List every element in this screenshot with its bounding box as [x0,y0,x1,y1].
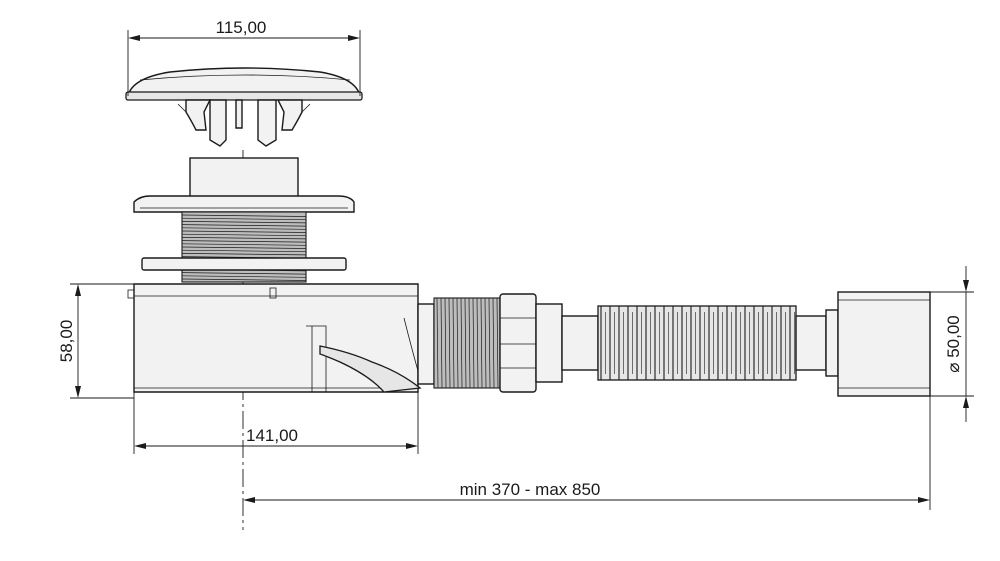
diameter-label: ⌀ 50,00 [944,315,963,373]
body-length-label: 141,00 [246,426,298,445]
trap-body [127,283,422,393]
threaded-body [181,211,307,283]
body-length-dimension: 141,00 [133,392,419,454]
drain-insert [189,157,299,201]
lock-nut [141,257,347,271]
height-label: 58,00 [57,320,76,363]
drain-cap [125,67,363,147]
top-width-label: 115,00 [216,18,267,37]
height-dimension: 58,00 [57,283,134,399]
top-width-dimension: 115,00 [127,18,361,96]
drain-flange [133,195,355,213]
total-length-dimension: min 370 - max 850 [243,396,931,510]
total-length-label: min 370 - max 850 [460,480,601,499]
flexible-hose [561,291,931,397]
outlet-connector [417,293,563,393]
diameter-dimension: ⌀ 50,00 [930,266,974,422]
